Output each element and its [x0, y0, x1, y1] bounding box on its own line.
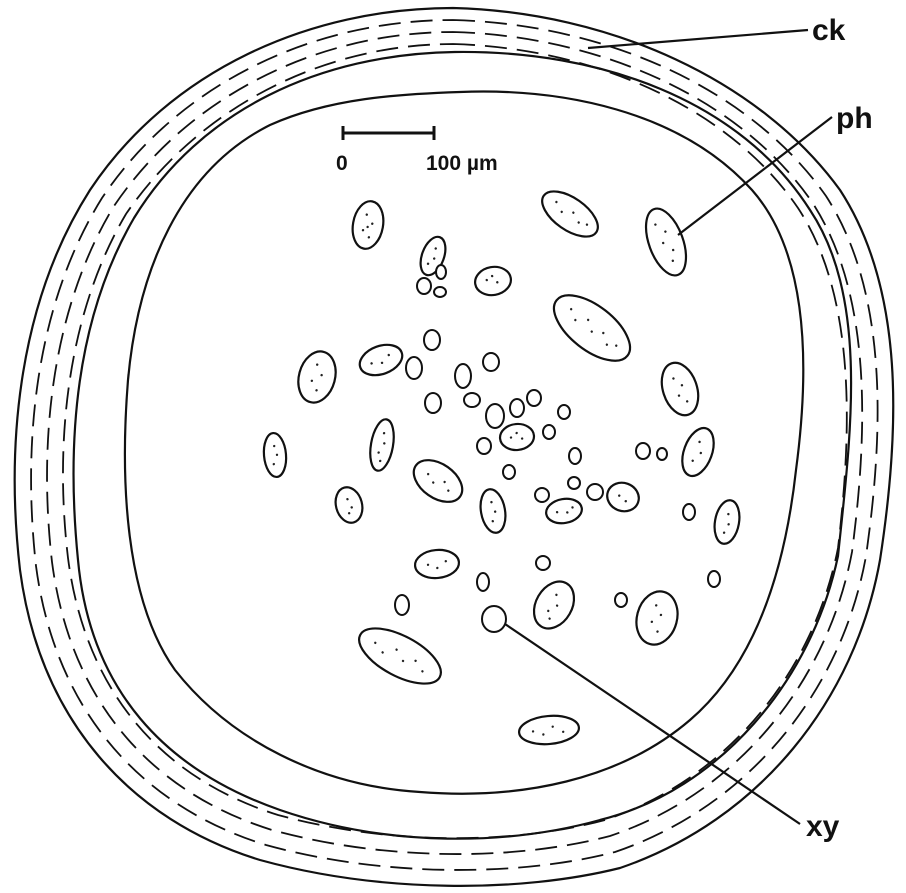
phloem-patch	[293, 347, 341, 407]
xylem-vessel	[527, 390, 541, 406]
scale-bar-end-label: 100 µm	[426, 152, 498, 175]
phloem-patch	[332, 484, 366, 526]
xylem-vessel	[558, 405, 570, 419]
cork-label: ck	[812, 14, 846, 47]
phloem-patch	[351, 617, 449, 695]
xylem-vessel	[569, 448, 581, 464]
xylem-vessel	[503, 465, 515, 479]
phloem-patch	[367, 417, 398, 472]
xylem-vessel	[615, 593, 627, 607]
phloem-label: ph	[836, 102, 873, 135]
leader-line-cork	[588, 30, 808, 48]
phloem-patch	[473, 264, 513, 298]
xylem-vessel	[587, 484, 603, 500]
xylem-vessel	[425, 393, 441, 413]
phloem-patch	[631, 587, 684, 650]
xylem-vessel	[395, 595, 409, 615]
xylem-vessel	[417, 278, 431, 294]
phloem-patch	[262, 432, 288, 478]
phloem-patch	[406, 452, 470, 511]
xylem-vessel	[482, 606, 506, 632]
xylem-vessel	[535, 488, 549, 502]
phloem-patch	[603, 478, 643, 515]
phloem-patch	[414, 548, 460, 580]
phloem-patch	[711, 498, 742, 545]
xylem-vessel	[434, 287, 446, 297]
xylem-vessel	[683, 504, 695, 520]
xylem-vessel	[477, 438, 491, 454]
phloem-patch	[499, 423, 535, 452]
xylem-vessel	[568, 477, 580, 489]
xylem-vessel	[477, 573, 489, 591]
xylem-vessel	[486, 404, 504, 428]
outer-cork-boundary	[15, 8, 894, 886]
xylem-vessel	[657, 448, 667, 460]
phloem-patch	[676, 424, 719, 481]
leader-line-phloem	[678, 117, 832, 235]
phloem-patch	[638, 203, 694, 280]
xylem-vessel	[636, 443, 650, 459]
xylem-vessel	[424, 330, 440, 350]
phloem-patch	[526, 574, 582, 635]
phloem-patch	[543, 283, 641, 373]
phloem-patch	[349, 199, 387, 251]
xylem-vessel	[543, 425, 555, 439]
xylem-vessel	[510, 399, 524, 417]
xylem-vessel	[455, 364, 471, 388]
xylem-vessel	[536, 556, 550, 570]
scale-bar: 0 100 µm	[336, 126, 498, 175]
phloem-patch	[477, 487, 508, 534]
phloem-patches	[262, 183, 743, 747]
scale-bar-start-label: 0	[336, 152, 348, 175]
xylem-vessel	[406, 357, 422, 379]
phloem-patch	[655, 358, 704, 420]
xylem-vessel	[483, 353, 499, 371]
phloem-patch	[535, 183, 606, 246]
phloem-patch	[544, 496, 584, 526]
phloem-patch	[518, 713, 580, 746]
xylem-label: xy	[806, 810, 840, 843]
xylem-vessel	[464, 393, 480, 407]
xylem-vessel	[708, 571, 720, 587]
xylem-vessel	[436, 265, 446, 279]
phloem-patch	[356, 339, 407, 380]
cork-layer-dashed-1	[31, 20, 878, 870]
